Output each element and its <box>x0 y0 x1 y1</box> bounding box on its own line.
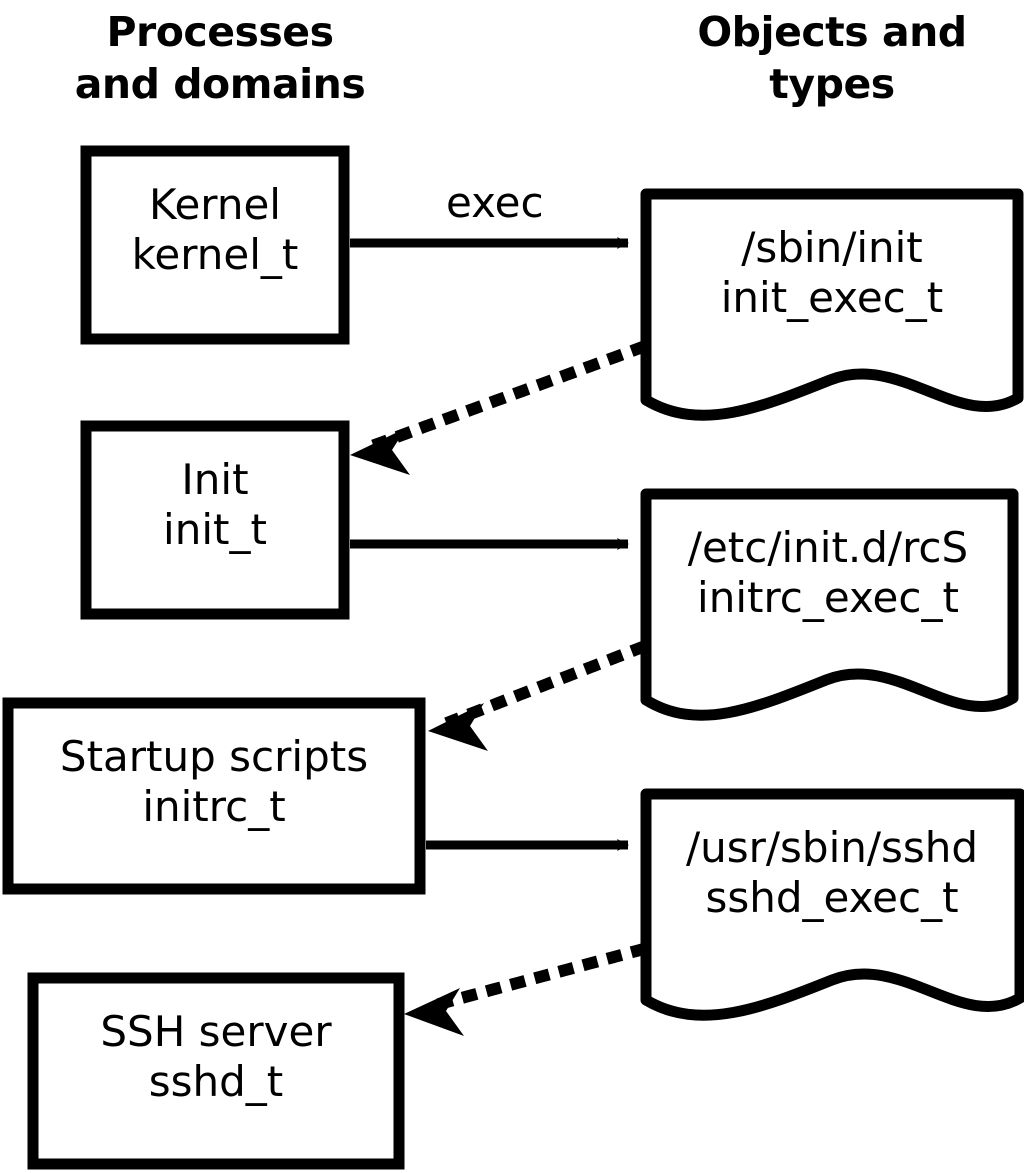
object-doc-initrc-exec[interactable] <box>640 488 1019 721</box>
column-heading-objects: Objects and types <box>697 8 967 109</box>
arrowhead-transition-sshd <box>404 988 464 1036</box>
edge-transition-sshd-exec-to-sshd <box>420 942 648 1015</box>
arrowhead-transition-initrc <box>428 703 488 751</box>
process-box-sshd[interactable] <box>27 972 405 1170</box>
edge-transition-initrc-exec-to-initrc <box>444 640 648 729</box>
process-box-init[interactable] <box>80 420 350 620</box>
process-box-kernel[interactable] <box>80 145 350 345</box>
arrowhead-transition-init <box>350 428 410 475</box>
edge-label-exec: exec <box>446 178 544 227</box>
object-doc-init-exec[interactable] <box>640 188 1024 421</box>
process-box-initrc[interactable] <box>2 697 426 895</box>
object-doc-sshd-exec[interactable] <box>640 788 1024 1021</box>
column-heading-processes: Processes and domains <box>74 8 366 109</box>
edge-transition-init-exec-to-init <box>364 340 648 454</box>
